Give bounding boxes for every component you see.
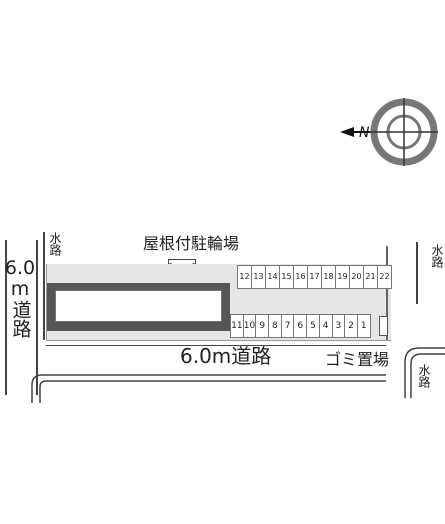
parking-space: 22 bbox=[378, 266, 392, 288]
compass-north-label: N bbox=[359, 125, 370, 141]
road-left-width: 6.0 bbox=[4, 257, 36, 279]
building bbox=[47, 283, 230, 331]
road-left-edge bbox=[5, 240, 7, 395]
road-left-road: 道路 bbox=[9, 300, 32, 338]
parking-space: 8 bbox=[269, 315, 282, 337]
bike-parking-label: 屋根付駐輪場 bbox=[143, 234, 240, 253]
road-bottom-label: 6.0m道路 bbox=[180, 344, 272, 368]
site-lot-edge-right bbox=[386, 246, 388, 340]
parking-space: 21 bbox=[364, 266, 378, 288]
parking-space: 14 bbox=[266, 266, 280, 288]
road-left-unit: m bbox=[10, 278, 30, 300]
waterway-right-lower-label: 水路 bbox=[417, 364, 431, 388]
parking-space: 4 bbox=[319, 315, 333, 337]
parking-space: 19 bbox=[336, 266, 350, 288]
waterway-right-label: 水路 bbox=[430, 244, 444, 268]
parking-space: 13 bbox=[252, 266, 266, 288]
garbage-area bbox=[379, 316, 388, 336]
compass-icon: N bbox=[340, 98, 438, 166]
road-left-label: 6.0 m 道路 bbox=[4, 257, 36, 339]
parking-row-top: 12 13 14 15 16 17 18 19 20 21 22 bbox=[237, 265, 392, 289]
garbage-label: ゴミ置場 bbox=[325, 350, 390, 369]
parking-space: 11 bbox=[231, 315, 244, 337]
parking-space: 17 bbox=[308, 266, 322, 288]
waterway-left-label: 水路 bbox=[48, 232, 62, 256]
parking-space: 3 bbox=[332, 315, 346, 337]
waterway-right-corner bbox=[404, 347, 445, 398]
parking-space: 12 bbox=[238, 266, 252, 288]
parking-space: 18 bbox=[322, 266, 336, 288]
parking-space: 16 bbox=[294, 266, 308, 288]
road-bottom-edge bbox=[46, 345, 386, 346]
parking-space: 9 bbox=[256, 315, 270, 337]
building-interior bbox=[55, 290, 222, 322]
parking-space: 5 bbox=[307, 315, 320, 337]
parking-space: 7 bbox=[281, 315, 295, 337]
road-left-edge-inner bbox=[36, 240, 38, 395]
parking-space: 10 bbox=[243, 315, 257, 337]
parking-space: 15 bbox=[280, 266, 294, 288]
parking-space: 2 bbox=[345, 315, 358, 337]
waterway-left-line bbox=[43, 232, 45, 340]
lower-parcel-outline bbox=[31, 374, 386, 403]
parking-space: 1 bbox=[357, 315, 371, 337]
parking-row-bottom: 11 10 9 8 7 6 5 4 3 2 1 bbox=[230, 314, 371, 338]
parking-space: 20 bbox=[350, 266, 364, 288]
parking-space: 6 bbox=[294, 315, 308, 337]
waterway-right-line bbox=[416, 242, 418, 304]
